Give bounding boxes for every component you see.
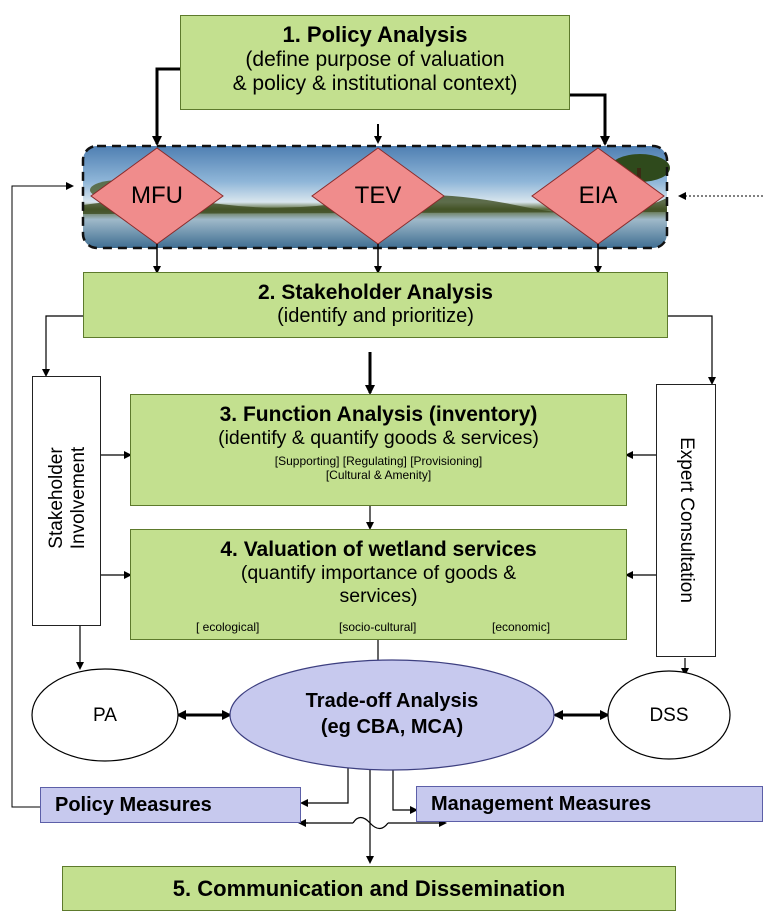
tradeoff-sub: (eg CBA, MCA) — [320, 716, 464, 738]
valuation-box: 4. Valuation of wetland services (quanti… — [130, 529, 627, 640]
stakeholder-analysis-title: 2. Stakeholder Analysis — [258, 281, 493, 304]
diamond-label-mfu: MFU — [131, 182, 183, 209]
function-analysis-title: 3. Function Analysis (inventory) — [219, 403, 538, 426]
policy-analysis-line2: & policy & institutional context) — [232, 72, 518, 95]
management-measures-box: Management Measures — [416, 786, 763, 822]
valuation-tag-economic: [economic] — [492, 620, 551, 634]
policy-measures-box: Policy Measures — [40, 787, 301, 823]
communication-box: 5. Communication and Dissemination — [62, 866, 676, 911]
policy-analysis-title: 1. Policy Analysis — [282, 22, 468, 47]
valuation-line2: services) — [339, 585, 418, 607]
pa-node — [31, 668, 179, 762]
policy-measures-label: Policy Measures — [55, 794, 212, 816]
tradeoff-title: Trade-off Analysis — [305, 690, 479, 712]
stakeholder-analysis-box: 2. Stakeholder Analysis (identify and pr… — [83, 272, 668, 338]
stakeholder-involvement-box — [32, 376, 101, 626]
valuation-line1: (quantify importance of goods & — [240, 562, 517, 584]
valuation-tag-ecological: [ ecological] — [196, 620, 260, 634]
dss-node — [607, 670, 731, 760]
diamond-label-eia: EIA — [578, 182, 618, 209]
expert-consultation-box — [656, 384, 716, 657]
valuation-title: 4. Valuation of wetland services — [220, 538, 537, 561]
policy-analysis-box: 1. Policy Analysis (define purpose of va… — [180, 15, 570, 110]
stakeholder-analysis-sub: (identify and prioritize) — [277, 305, 474, 327]
stakeholder-involvement-label-1: Stakeholder — [46, 447, 67, 549]
function-analysis-tags-1: [Supporting] [Regulating] [Provisioning] — [274, 454, 483, 468]
stakeholder-involvement-label-2: Involvement — [68, 446, 89, 550]
function-analysis-sub: (identify & quantify goods & services) — [218, 427, 539, 449]
expert-consultation-label: Expert Consultation — [676, 437, 697, 603]
management-measures-label: Management Measures — [431, 793, 652, 815]
tradeoff-node — [229, 659, 555, 771]
communication-title: 5. Communication and Dissemination — [172, 876, 566, 901]
policy-analysis-line1: (define purpose of valuation — [245, 48, 505, 71]
function-analysis-tags-2: [Cultural & Amenity] — [325, 468, 432, 482]
valuation-tag-socio: [socio-cultural] — [339, 620, 417, 634]
pa-label: PA — [93, 705, 117, 726]
function-analysis-box: 3. Function Analysis (inventory) (identi… — [130, 394, 627, 506]
connectors — [11, 67, 763, 864]
diamond-label-tev: TEV — [354, 182, 402, 209]
dss-label: DSS — [649, 705, 689, 726]
